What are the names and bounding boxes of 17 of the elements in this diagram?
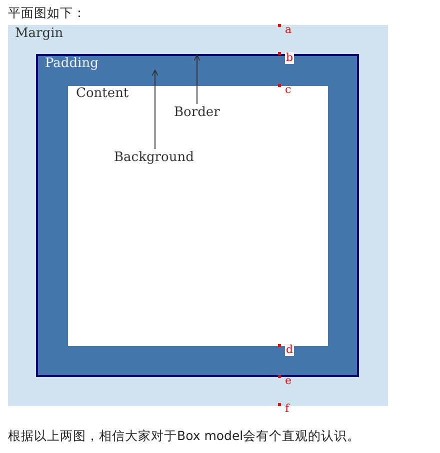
area-label: Margin	[15, 26, 64, 41]
content-area	[68, 86, 328, 346]
area-label: Content	[76, 86, 129, 101]
heading-text: 平面图如下：	[8, 5, 86, 22]
leader-label: Background	[114, 150, 194, 165]
leader-line	[194, 54, 200, 104]
point-label: d	[285, 344, 294, 356]
area-label: Padding	[45, 56, 98, 71]
point-label: b	[285, 52, 294, 64]
point-label: e	[285, 375, 292, 387]
point-label: a	[285, 24, 292, 36]
point-label: f	[285, 403, 290, 415]
leader-line	[152, 70, 158, 150]
leader-label: Border	[174, 105, 220, 120]
point-label: c	[285, 84, 292, 96]
caption-text: 根据以上两图，相信大家对于Box model会有个直观的认识。	[8, 428, 360, 445]
padding-area	[36, 54, 359, 377]
